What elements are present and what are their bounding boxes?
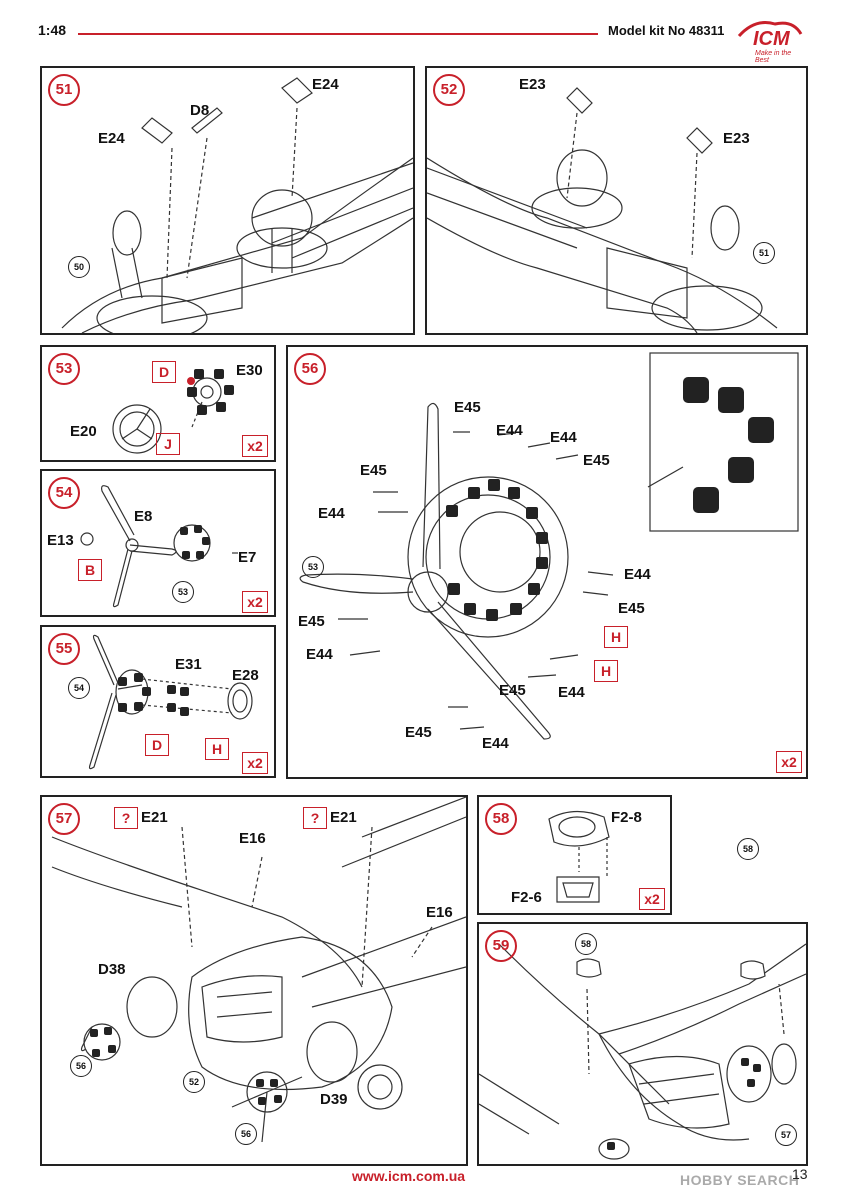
step-52-panel: 52 E23 E23 51 bbox=[425, 66, 808, 335]
multiplier-x2: x2 bbox=[242, 591, 268, 613]
step-54-illustration bbox=[80, 485, 238, 608]
part-label-e13: E13 bbox=[47, 532, 74, 549]
icm-logo: ICM Make in the Best bbox=[735, 16, 805, 64]
tag-j: J bbox=[156, 433, 180, 455]
part-label-e24-right: E24 bbox=[312, 76, 339, 93]
step-56-illustration bbox=[299, 352, 799, 740]
logo-text: ICM bbox=[753, 28, 790, 50]
watermark: HOBBY SEARCH bbox=[680, 1172, 800, 1188]
part-label-e30: E30 bbox=[236, 362, 263, 379]
step-57-illustration bbox=[51, 797, 466, 1143]
part-label-e7: E7 bbox=[238, 549, 257, 566]
tag-b: B bbox=[78, 559, 102, 581]
part-label-e24-left: E24 bbox=[98, 130, 125, 147]
step-59-panel: 59 58 58 57 bbox=[477, 922, 808, 1166]
part-label-e45-3: E45 bbox=[360, 462, 387, 479]
ref-step-53: 53 bbox=[172, 581, 194, 603]
step-number-51: 51 bbox=[48, 74, 80, 106]
ref-step-50: 50 bbox=[68, 256, 90, 278]
ref-step-53: 53 bbox=[302, 556, 324, 578]
tag-question-2: ? bbox=[303, 807, 327, 829]
step-56-panel: 56 E45 E44 E44 E45 E45 E44 E44 E45 H E45… bbox=[286, 345, 808, 779]
part-label-e16-right: E16 bbox=[426, 904, 453, 921]
page-header: 1:48 Model kit No 48311 ICM Make in the … bbox=[0, 0, 848, 64]
part-label-e28: E28 bbox=[232, 667, 259, 684]
page-number: 13 bbox=[792, 1166, 808, 1182]
tag-question-1: ? bbox=[114, 807, 138, 829]
tag-d: D bbox=[145, 734, 169, 756]
part-label-e44-5: E44 bbox=[306, 646, 333, 663]
scale-label: 1:48 bbox=[38, 22, 67, 38]
step-53-illustration bbox=[112, 369, 234, 454]
header-rule bbox=[78, 33, 598, 35]
part-label-e44-6: E44 bbox=[558, 684, 585, 701]
part-label-e44-2: E44 bbox=[550, 429, 577, 446]
part-label-e23-right: E23 bbox=[723, 130, 750, 147]
page-footer: www.icm.com.ua HOBBY SEARCH 13 bbox=[0, 1166, 848, 1200]
part-label-e21-right: E21 bbox=[330, 809, 357, 826]
ref-step-57: 57 bbox=[775, 1124, 797, 1146]
step-number-54: 54 bbox=[48, 477, 80, 509]
step-57-panel: 57 ? E21 ? E21 E16 E16 D38 56 52 D39 56 bbox=[40, 795, 468, 1166]
part-label-e45-7: E45 bbox=[405, 724, 432, 741]
part-label-e31: E31 bbox=[175, 656, 202, 673]
step-51-panel: 51 E24 D8 E24 50 bbox=[40, 66, 415, 335]
part-label-e45-1: E45 bbox=[454, 399, 481, 416]
part-label-e44-4: E44 bbox=[624, 566, 651, 583]
step-58-illustration bbox=[548, 810, 610, 903]
multiplier-x2: x2 bbox=[776, 751, 802, 773]
step-52-illustration bbox=[427, 87, 778, 333]
ref-step-54: 54 bbox=[68, 677, 90, 699]
part-label-f2-6: F2-6 bbox=[511, 889, 542, 906]
step-55-panel: 55 E31 E28 54 D H x2 bbox=[40, 625, 276, 778]
part-label-e44-7: E44 bbox=[482, 735, 509, 752]
part-label-e44-1: E44 bbox=[496, 422, 523, 439]
part-label-d8: D8 bbox=[190, 102, 210, 119]
ref-step-56-bottom: 56 bbox=[235, 1123, 257, 1145]
step-number-58: 58 bbox=[485, 803, 517, 835]
tag-h: H bbox=[205, 738, 229, 760]
website-link[interactable]: www.icm.com.ua bbox=[352, 1168, 466, 1184]
part-label-e45-2: E45 bbox=[583, 452, 610, 469]
step-number-53: 53 bbox=[48, 353, 80, 385]
tag-h-1: H bbox=[604, 626, 628, 648]
step-number-55: 55 bbox=[48, 633, 80, 665]
part-label-e21-left: E21 bbox=[141, 809, 168, 826]
ref-step-58-overlay: 58 bbox=[737, 838, 759, 860]
kit-number: Model kit No 48311 bbox=[608, 23, 725, 38]
part-label-e16-left: E16 bbox=[239, 830, 266, 847]
step-53-panel: 53 D E30 E20 J x2 bbox=[40, 345, 276, 462]
tag-d: D bbox=[152, 361, 176, 383]
part-label-e23-top: E23 bbox=[519, 76, 546, 93]
tag-h-2: H bbox=[594, 660, 618, 682]
step-51-illustration bbox=[61, 77, 413, 333]
multiplier-x2: x2 bbox=[242, 752, 268, 774]
part-label-f2-8: F2-8 bbox=[611, 809, 642, 826]
multiplier-x2: x2 bbox=[639, 888, 665, 910]
part-label-e45-4: E45 bbox=[618, 600, 645, 617]
part-label-d38: D38 bbox=[98, 961, 126, 978]
step-59-illustration bbox=[479, 943, 806, 1160]
ref-step-51: 51 bbox=[753, 242, 775, 264]
part-label-d39: D39 bbox=[320, 1091, 348, 1108]
step-55-illustration bbox=[88, 634, 253, 770]
ref-step-56-left: 56 bbox=[70, 1055, 92, 1077]
step-number-52: 52 bbox=[433, 74, 465, 106]
part-label-e45-5: E45 bbox=[298, 613, 325, 630]
part-label-e44-3: E44 bbox=[318, 505, 345, 522]
step-58-panel: 58 F2-8 F2-6 x2 bbox=[477, 795, 672, 915]
part-label-e45-6: E45 bbox=[499, 682, 526, 699]
ref-step-58-left: 58 bbox=[575, 933, 597, 955]
ref-step-52: 52 bbox=[183, 1071, 205, 1093]
step-54-panel: 54 E8 E13 B E7 53 x2 bbox=[40, 469, 276, 617]
step-number-57: 57 bbox=[48, 803, 80, 835]
step-number-59: 59 bbox=[485, 930, 517, 962]
step-number-56: 56 bbox=[294, 353, 326, 385]
multiplier-x2: x2 bbox=[242, 435, 268, 457]
part-label-e20: E20 bbox=[70, 423, 97, 440]
part-label-e8: E8 bbox=[134, 508, 153, 525]
logo-tagline: Make in the Best bbox=[755, 50, 792, 64]
